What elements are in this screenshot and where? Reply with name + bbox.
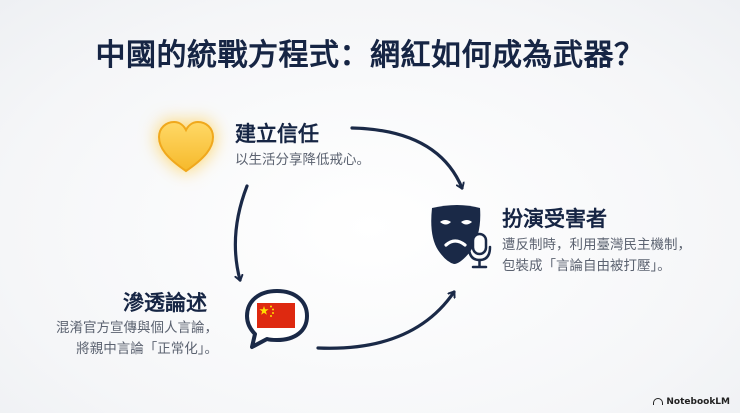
speech-bubble-china-flag-icon bbox=[245, 289, 309, 349]
node-desc-line: 將親中言論「正常化」。 bbox=[76, 341, 218, 357]
node-desc-build-trust: 以生活分享降低戒心。 bbox=[235, 152, 370, 168]
node-desc-infiltrate-narrative: 混淆官方宣傳與個人言論， 將親中言論「正常化」。 bbox=[48, 318, 218, 360]
node-desc-line: 遭反制時，利用臺灣民主機制， bbox=[502, 237, 691, 253]
brand-label: NotebookLM bbox=[666, 397, 730, 407]
theater-mask-microphone-icon bbox=[431, 205, 492, 269]
node-desc-line: 混淆官方宣傳與個人言論， bbox=[56, 320, 218, 336]
node-desc-line: 包裝成「言論自由被打壓」。 bbox=[502, 258, 671, 274]
node-desc-play-victim: 遭反制時，利用臺灣民主機制， 包裝成「言論自由被打壓」。 bbox=[502, 235, 691, 277]
node-title-build-trust: 建立信任 bbox=[235, 122, 319, 146]
heart-icon bbox=[157, 120, 215, 173]
arrow-trust-to-infiltrate bbox=[233, 184, 249, 280]
notebooklm-logo-icon bbox=[653, 398, 664, 405]
page-title: 中國的統戰方程式：網紅如何成為武器？ bbox=[95, 38, 645, 73]
china-flag bbox=[257, 303, 295, 328]
arrow-infiltrate-to-victim bbox=[316, 290, 456, 350]
arrow-trust-to-victim bbox=[350, 126, 462, 188]
node-title-play-victim: 扮演受害者 bbox=[502, 207, 607, 231]
brand-watermark: NotebookLM bbox=[653, 397, 730, 407]
node-title-infiltrate-narrative: 滲透論述 bbox=[123, 291, 207, 315]
